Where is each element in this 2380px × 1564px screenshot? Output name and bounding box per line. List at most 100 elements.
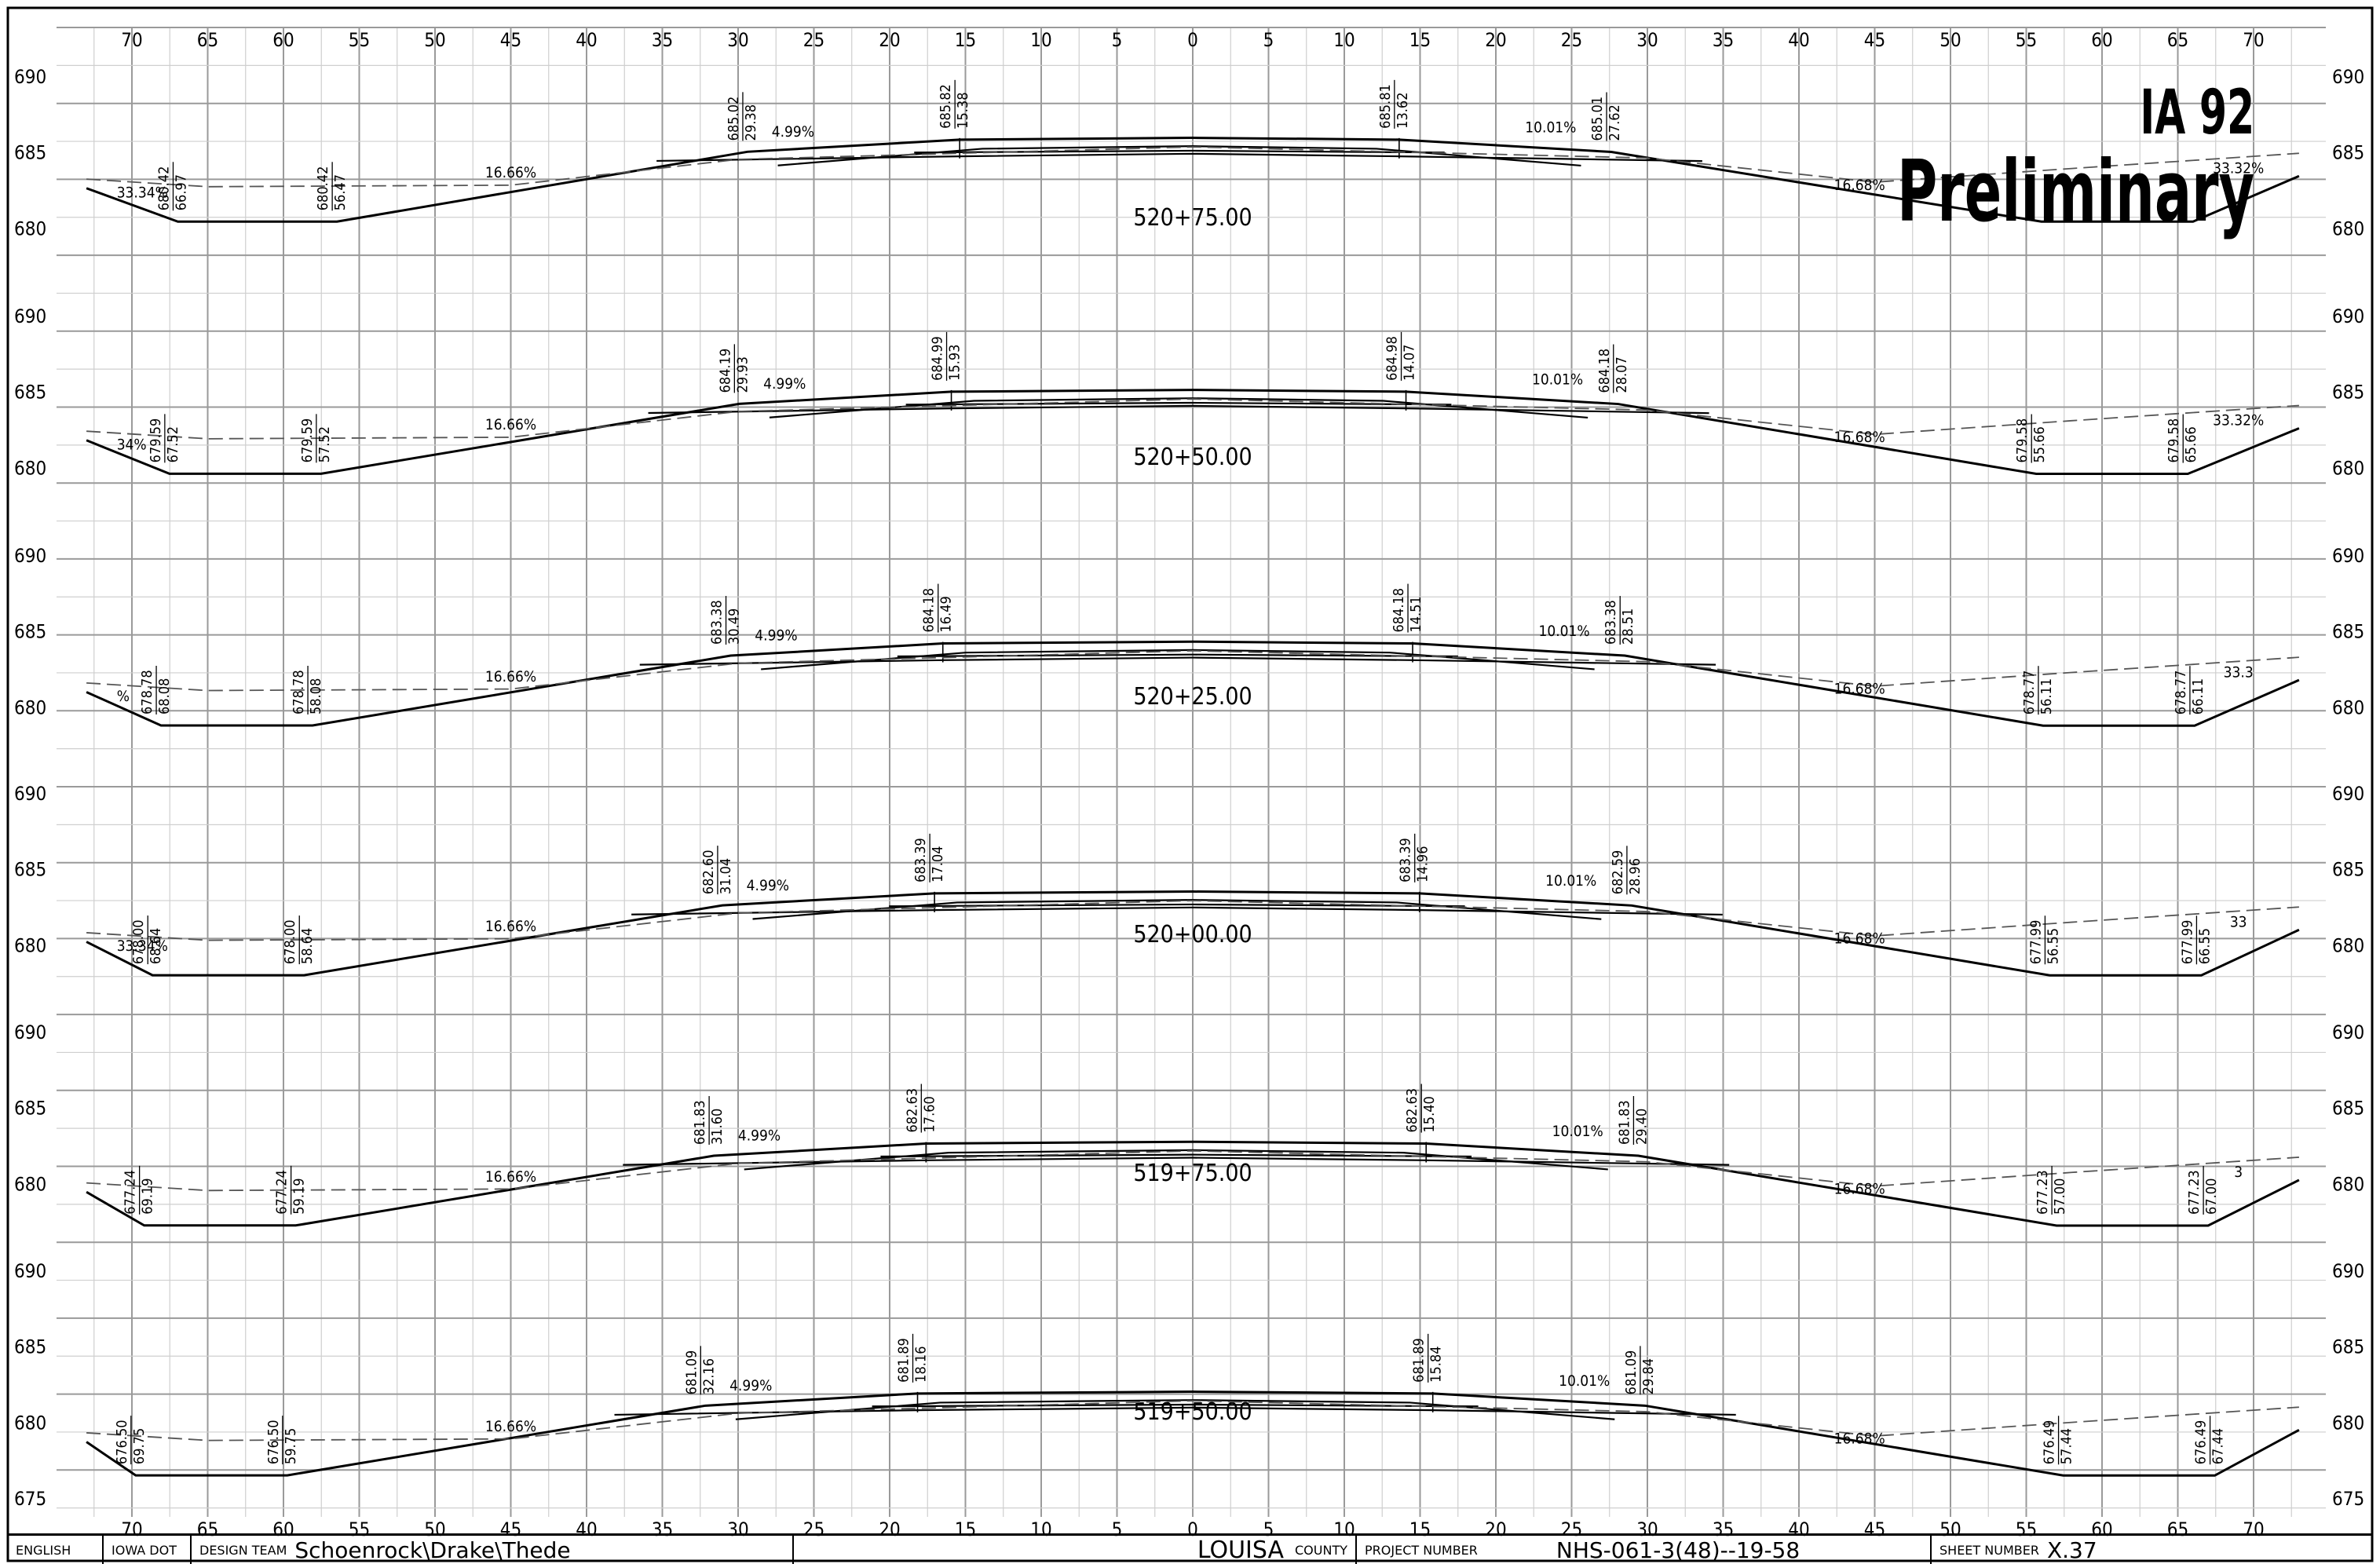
point-offset-label: 32.16 [700,1358,717,1394]
station-label: 520+75.00 [1133,204,1252,232]
point-offset-label: 29.40 [1633,1109,1650,1145]
proposed-profile-line [86,1140,2300,1227]
existing-ground-line [86,649,2299,692]
county-caption: COUNTY [1295,1542,1347,1558]
offset-tick-label: 45 [1864,1518,1885,1540]
point-elevation-label: 676.49 [2042,1420,2058,1465]
slope-label: 16.66% [485,1168,536,1186]
point-elevation-label: 683.38 [1603,600,1619,645]
offset-tick-label: 20 [1485,1518,1506,1540]
pavement-layer-line [761,649,1595,671]
design-team-cell: DESIGN TEAM Schoenrock\Drake\Thede [192,1536,794,1564]
elevation-label: 690 [14,1021,46,1043]
point-offset-label: 28.51 [1620,608,1636,645]
axis-labels: 7070656560605555505045454040353530302525… [121,29,2264,1540]
offset-tick-label: 60 [2091,1518,2112,1540]
point-offset-label: 13.62 [1395,92,1411,128]
slope-label: 4.99% [729,1377,772,1394]
offset-tick-label: 70 [2243,29,2264,51]
elevation-label: 680 [14,696,46,718]
offset-tick-label: 35 [1713,29,1734,51]
point-offset-label: 57.00 [2052,1178,2068,1215]
point-offset-label: 31.04 [718,858,734,894]
point-elevation-label: 677.23 [2186,1170,2203,1215]
point-elevation-label: 684.18 [1391,588,1407,633]
point-offset-label: 31.60 [709,1109,726,1145]
preliminary-watermark: IA 92 Preliminary [1758,82,2254,235]
point-elevation-label: 681.89 [896,1338,912,1383]
project-number-cell: PROJECT NUMBER NHS-061-3(48)--19-58 [1357,1536,1932,1564]
offset-tick-label: 65 [2167,29,2188,51]
slope-label: 16.68% [1834,177,1885,194]
point-elevation-label: 677.24 [122,1170,139,1215]
offset-tick-label: 55 [2016,1518,2037,1540]
status-label: Preliminary [1896,143,2254,241]
elevation-label: 690 [2332,305,2364,327]
point-elevation-label: 682.59 [1610,850,1626,895]
slope-label: 33.34% [117,937,168,955]
agency-cell: IOWA DOT [104,1536,192,1564]
elevation-label: 690 [14,305,46,327]
elevation-label: 690 [14,66,46,88]
grid [57,27,2326,1517]
point-offset-label: 56.55 [2045,928,2061,964]
offset-tick-label: 70 [121,29,142,51]
existing-ground-line [86,1149,2299,1192]
point-elevation-label: 677.99 [2179,920,2195,965]
point-elevation-label: 681.09 [1623,1350,1640,1395]
offset-tick-label: 60 [2091,29,2112,51]
pavement-layer-line [631,906,1723,916]
elevation-label: 680 [2332,934,2364,956]
design-team-value: Schoenrock\Drake\Thede [294,1537,571,1563]
point-offset-label: 29.84 [1640,1358,1657,1394]
sheet-number-caption: SHEET NUMBER [1939,1542,2039,1558]
offset-tick-label: 25 [803,1518,824,1540]
station-label: 519+50.00 [1133,1398,1252,1426]
pavement-layer-line [656,152,1702,163]
point-elevation-label: 681.83 [692,1100,708,1145]
offset-tick-label: 50 [1939,29,1961,51]
offset-tick-label: 35 [652,1518,673,1540]
point-offset-label: 58.08 [308,678,324,714]
point-elevation-label: 681.83 [1616,1100,1632,1145]
slope-label: 16.66% [485,918,536,935]
slope-label: 4.99% [763,375,806,393]
point-offset-label: 17.60 [921,1096,938,1132]
design-team-caption: DESIGN TEAM [199,1542,287,1558]
slope-label: 16.68% [1834,930,1885,948]
offset-tick-label: 55 [349,29,370,51]
point-elevation-label: 677.24 [274,1170,291,1215]
elevation-label: 690 [2332,545,2364,567]
offset-tick-label: 60 [272,1518,294,1540]
elevation-label: 690 [14,545,46,567]
point-elevation-label: 678.00 [282,919,298,964]
pavement-layer-line [777,145,1581,167]
pavement-layer-line [744,1149,1608,1171]
point-offset-label: 57.44 [2059,1428,2075,1464]
offset-tick-label: 40 [576,29,597,51]
point-elevation-label: 678.78 [291,670,307,714]
slope-label: 33.32% [2213,412,2264,429]
point-offset-label: 15.40 [1421,1096,1438,1132]
offset-tick-label: 15 [955,1518,976,1540]
point-elevation-label: 676.50 [265,1420,282,1464]
station-label: 519+75.00 [1133,1160,1252,1187]
project-number-value: NHS-061-3(48)--19-58 [1556,1537,1801,1563]
offset-tick-label: 15 [955,29,976,51]
point-elevation-label: 681.09 [683,1350,700,1395]
elevation-label: 685 [14,859,46,881]
point-offset-label: 67.52 [165,426,181,462]
point-elevation-label: 676.49 [2193,1420,2210,1465]
slope-label: % [117,688,130,705]
slope-label: 4.99% [747,877,789,894]
slope-label: 33.34% [117,184,168,201]
slope-label: 33 [2230,913,2247,930]
point-offset-label: 67.00 [2203,1178,2220,1215]
elevation-label: 690 [2332,66,2364,88]
offset-tick-label: 25 [1561,1518,1582,1540]
pavement-layer-line [769,397,1588,419]
station-label: 520+25.00 [1133,683,1252,711]
